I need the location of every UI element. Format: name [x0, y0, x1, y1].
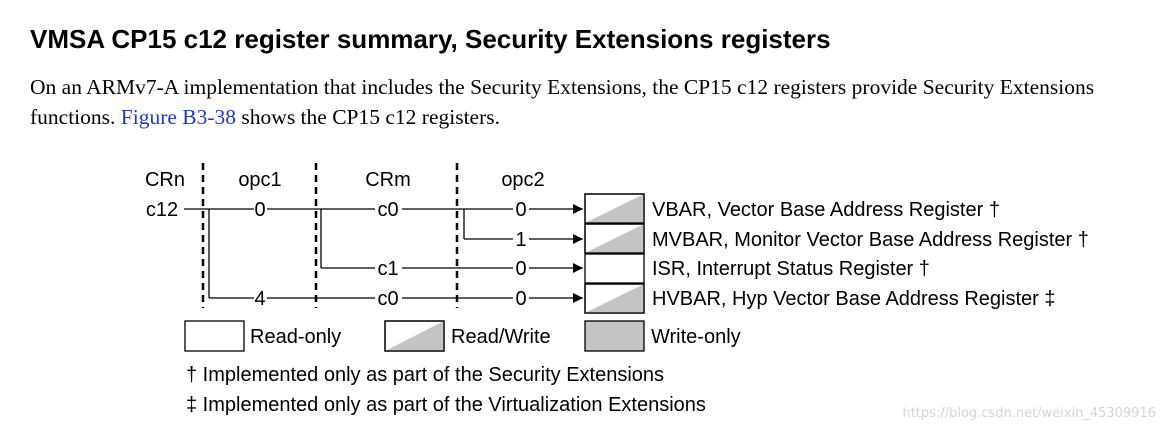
register-box-mvbar: [584, 223, 645, 254]
intro-paragraph: On an ARMv7-A implementation that includ…: [30, 72, 1140, 132]
row1-opc1-value: 0: [254, 199, 265, 221]
column-header-opc2: opc2: [501, 169, 544, 191]
footnote-security-extensions: † Implemented only as part of the Securi…: [186, 364, 664, 386]
register-name-vbar: VBAR, Vector Base Address Register †: [652, 199, 1000, 221]
row1-crm-value: c0: [377, 199, 398, 221]
legend-swatch-write-only: [584, 320, 645, 352]
row3-opc2-value: 0: [515, 258, 526, 280]
section-heading: VMSA CP15 c12 register summary, Security…: [30, 24, 831, 54]
watermark: https://blog.csdn.net/weixin_45309916: [902, 406, 1156, 421]
legend-label-write-only: Write-only: [651, 326, 741, 348]
footnote-virtualization-extensions: ‡ Implemented only as part of the Virtua…: [186, 394, 706, 416]
row2-opc2-value: 1: [515, 229, 526, 251]
figure-link[interactable]: Figure B3-38: [120, 105, 237, 129]
column-header-crn: CRn: [145, 169, 185, 191]
register-name-mvbar: MVBAR, Monitor Vector Base Address Regis…: [652, 229, 1089, 251]
legend-swatch-read-only: [184, 320, 245, 352]
register-box-vbar: [584, 193, 645, 224]
row4-opc2-value: 0: [515, 288, 526, 310]
legend-swatch-read-write: [384, 320, 445, 352]
column-header-crm: CRm: [365, 169, 411, 191]
row4-opc1-value: 4: [254, 288, 265, 310]
decode-tree: [184, 208, 513, 299]
row4-crm-value: c0: [377, 288, 398, 310]
intro-text-after: shows the CP15 c12 registers.: [236, 105, 500, 129]
register-box-isr: [584, 253, 645, 284]
register-arrows: [529, 204, 583, 303]
legend-label-read-write: Read/Write: [451, 326, 551, 348]
row1-opc2-value: 0: [515, 199, 526, 221]
register-name-isr: ISR, Interrupt Status Register †: [652, 258, 930, 280]
register-box-hvbar: [584, 283, 645, 314]
legend-label-read-only: Read-only: [250, 326, 341, 348]
legend: Read-only Read/Write Write-only: [184, 320, 741, 352]
crn-value: c12: [146, 199, 178, 221]
intro-text-before: On an ARMv7-A implementation that includ…: [30, 75, 1095, 129]
column-header-opc1: opc1: [238, 169, 281, 191]
column-separators: [201, 163, 459, 308]
row3-crm-value: c1: [377, 258, 398, 280]
register-name-hvbar: HVBAR, Hyp Vector Base Address Register …: [652, 288, 1056, 310]
